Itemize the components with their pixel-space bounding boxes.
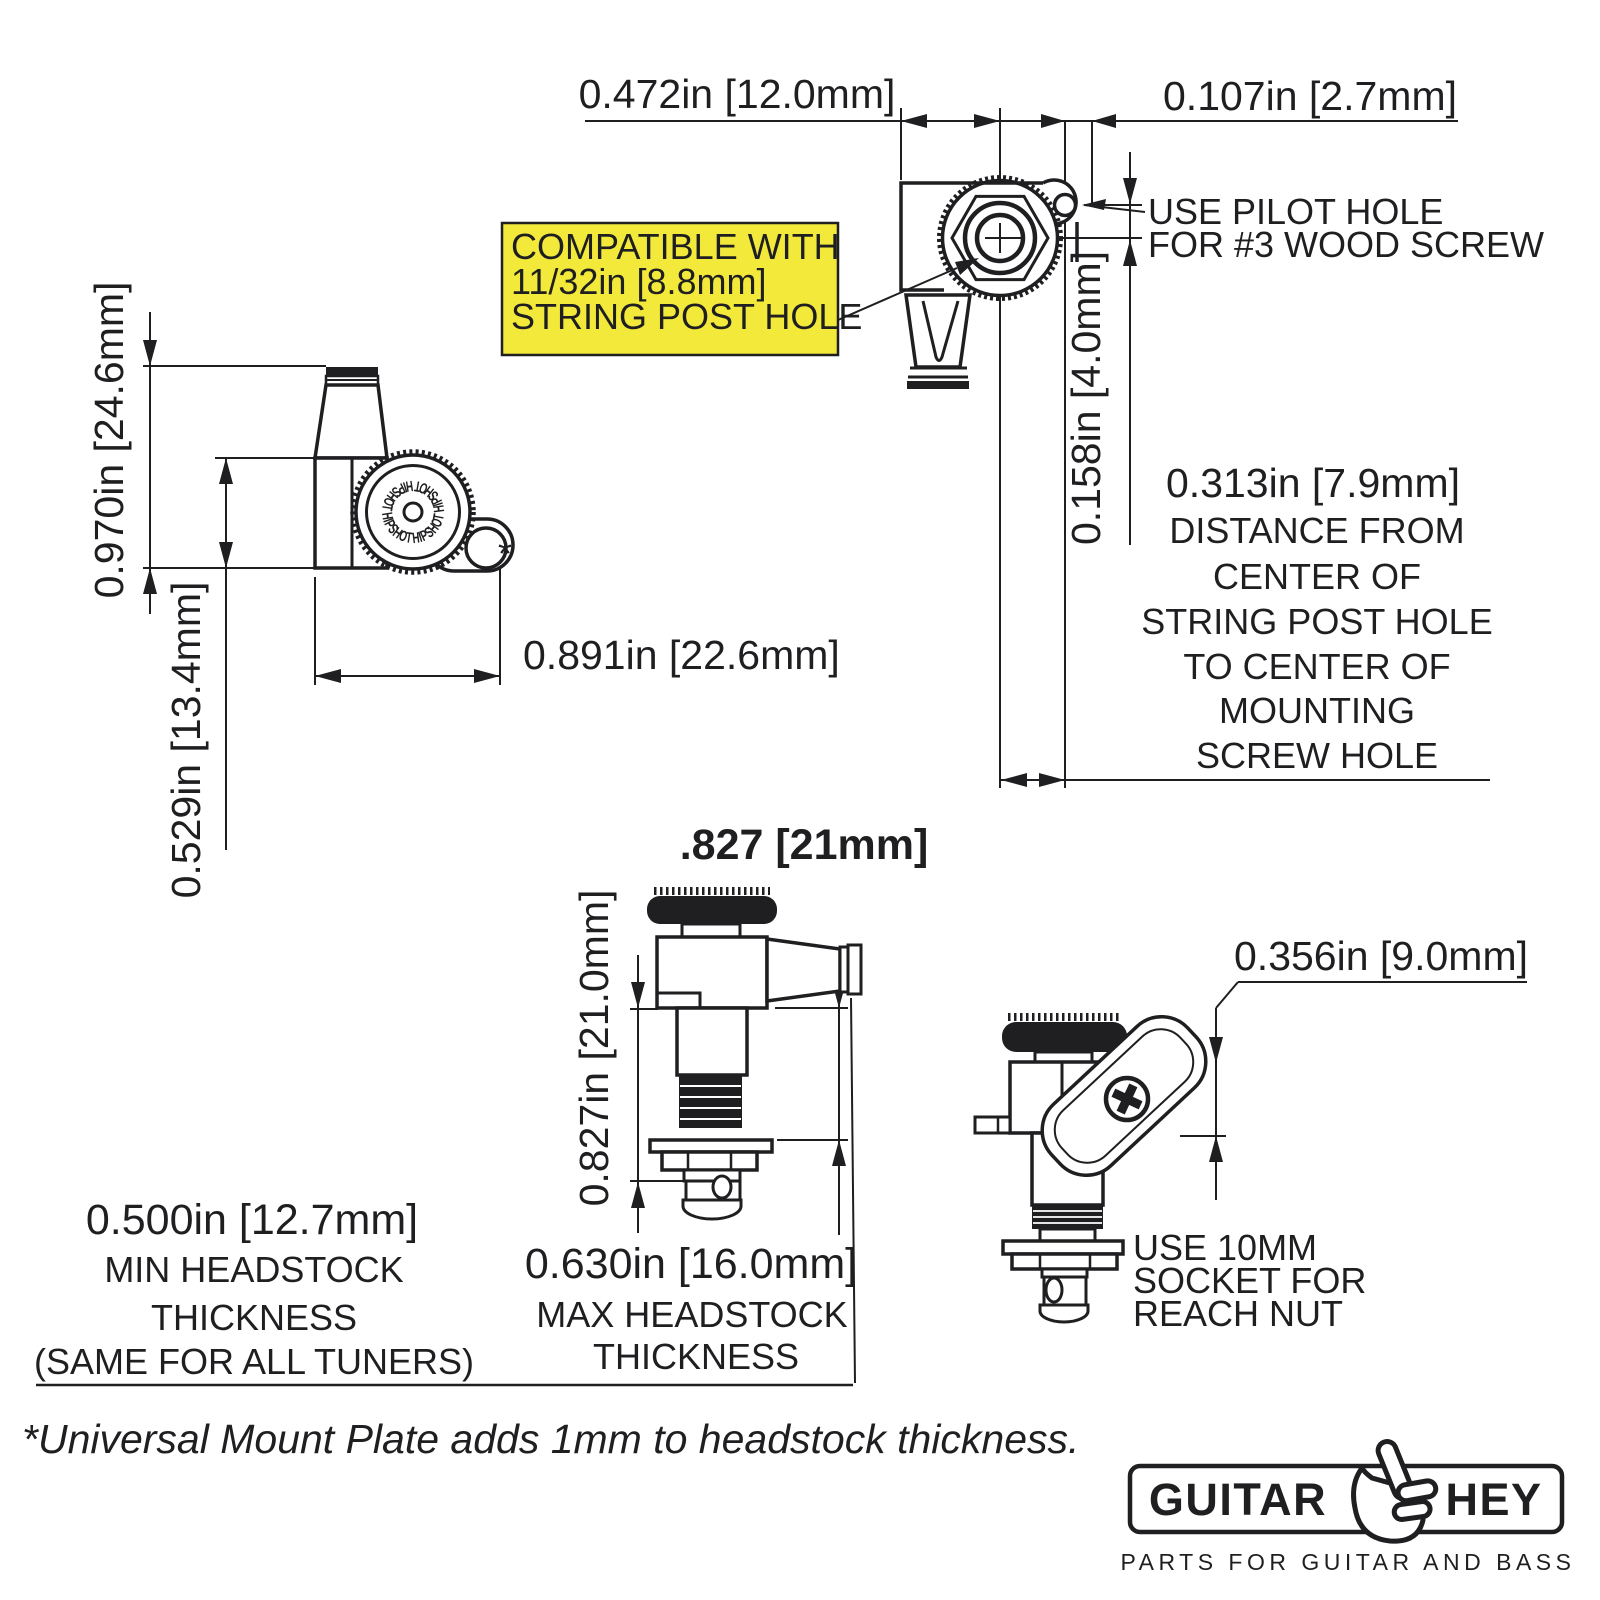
dim-screw-offset-v-label: 0.158in [4.0mm] bbox=[1063, 251, 1109, 545]
compat-line2: 11/32in [8.8mm] bbox=[511, 261, 766, 302]
tuner-knob-front-view bbox=[647, 896, 777, 924]
top-view-drawing bbox=[899, 175, 1079, 389]
tuner-body-top-view bbox=[899, 181, 1079, 292]
max-line2: THICKNESS bbox=[593, 1336, 799, 1377]
max-headstock-note: 0.630in [16.0mm] MAX HEADSTOCK THICKNESS bbox=[525, 1240, 857, 1377]
tab-asterisk: * bbox=[498, 533, 512, 574]
dim-max-thickness-label: 0.630in [16.0mm] bbox=[525, 1240, 857, 1288]
highlight-box bbox=[500, 221, 840, 357]
min-line2: THICKNESS bbox=[151, 1297, 357, 1338]
compatibility-note: COMPATIBLE WITH 11/32in [8.8mm] STRING P… bbox=[500, 221, 979, 357]
string-post-side-view bbox=[312, 383, 389, 460]
screw-desc-1: DISTANCE FROM bbox=[1169, 510, 1464, 551]
socket-line3: REACH NUT bbox=[1133, 1293, 1343, 1334]
screw-desc-4: TO CENTER OF bbox=[1183, 646, 1450, 687]
string-hole-front-view bbox=[711, 1174, 733, 1200]
nut-front-view bbox=[660, 1150, 759, 1172]
tuner-knob-ump-view bbox=[1002, 1022, 1127, 1052]
ump-view-dimension-arrows bbox=[1209, 1037, 1223, 1162]
rock-hand-icon bbox=[1351, 1439, 1439, 1544]
screw-offset-note: 0.313in [7.9mm] DISTANCE FROM CENTER OF … bbox=[1141, 460, 1492, 776]
ump-view-dimension-lines bbox=[1180, 981, 1527, 1200]
compat-line1: COMPATIBLE WITH bbox=[511, 226, 840, 267]
screw-desc-3: STRING POST HOLE bbox=[1141, 601, 1492, 642]
socket-line2: SOCKET FOR bbox=[1133, 1260, 1366, 1301]
socket-note: USE 10MM SOCKET FOR REACH NUT bbox=[1133, 1227, 1366, 1334]
logo-tagline: PARTS FOR GUITAR AND BASS bbox=[1120, 1549, 1575, 1575]
dim-min-thickness-label: 0.500in [12.7mm] bbox=[86, 1196, 418, 1244]
knurled-knob-side-view bbox=[350, 449, 476, 575]
dim-side-height-label: 0.970in [24.6mm] bbox=[86, 282, 132, 599]
screw-desc-6: SCREW HOLE bbox=[1196, 735, 1438, 776]
brand-logo: GUITAR HEY PARTS FOR GUITAR AND BASS bbox=[1120, 1439, 1575, 1575]
side-view-dimension-arrows bbox=[143, 340, 500, 683]
min-headstock-note: 0.500in [12.7mm] MIN HEADSTOCK THICKNESS… bbox=[34, 1196, 474, 1382]
dim-top-width-label: 0.472in [12.0mm] bbox=[579, 71, 896, 117]
mounting-hole-side-view bbox=[464, 526, 508, 570]
dim-post-height-label: 0.827in [21.0mm] bbox=[571, 890, 617, 1207]
reach-nut-ump-view bbox=[1010, 1252, 1119, 1271]
top-dimension-arrows bbox=[901, 114, 1137, 787]
tuner-housing-front-view bbox=[655, 935, 769, 1010]
pilot-note-line1: USE PILOT HOLE bbox=[1148, 191, 1443, 232]
dim-wing-label: 0.356in [9.0mm] bbox=[1234, 933, 1528, 979]
screw-desc-5: MOUNTING bbox=[1219, 690, 1415, 731]
dim-side-body-label: 0.529in [13.4mm] bbox=[163, 582, 209, 899]
threaded-bushing-front-view bbox=[679, 1075, 742, 1128]
string-hole-ump-view bbox=[1044, 1276, 1064, 1304]
min-line1: MIN HEADSTOCK bbox=[104, 1249, 403, 1290]
post-title-label: .827 [21mm] bbox=[680, 821, 929, 869]
max-line1: MAX HEADSTOCK bbox=[536, 1294, 847, 1335]
dim-top-offset-label: 0.107in [2.7mm] bbox=[1163, 73, 1457, 119]
washer-front-view bbox=[648, 1138, 774, 1154]
pilot-note-line2: FOR #3 WOOD SCREW bbox=[1148, 224, 1544, 265]
logo-brand-right: HEY bbox=[1445, 1474, 1542, 1525]
compat-line3: STRING POST HOLE bbox=[511, 296, 862, 337]
footnote: *Universal Mount Plate adds 1mm to heads… bbox=[22, 1416, 1079, 1462]
dim-screw-offset-h-label: 0.313in [7.9mm] bbox=[1166, 460, 1460, 506]
min-line3: (SAME FOR ALL TUNERS) bbox=[34, 1341, 474, 1382]
tuner-button-top-view bbox=[903, 293, 973, 369]
front-view-drawing bbox=[647, 887, 863, 1221]
washer-ump-view bbox=[1001, 1239, 1125, 1256]
logo-brand-left: GUITAR bbox=[1149, 1474, 1327, 1525]
socket-line1: USE 10MM bbox=[1133, 1227, 1317, 1268]
screw-desc-2: CENTER OF bbox=[1213, 556, 1421, 597]
pilot-hole bbox=[1052, 192, 1078, 218]
side-view-drawing: HIPSHOT HIPSHOT HIPSHOT HIPSHOT * bbox=[312, 367, 515, 575]
dim-side-width-label: 0.891in [22.6mm] bbox=[523, 632, 840, 678]
string-post-front-view bbox=[765, 936, 842, 1004]
pilot-hole-note: USE PILOT HOLE FOR #3 WOOD SCREW bbox=[1082, 191, 1544, 265]
ump-front-view-drawing bbox=[973, 1013, 1208, 1324]
